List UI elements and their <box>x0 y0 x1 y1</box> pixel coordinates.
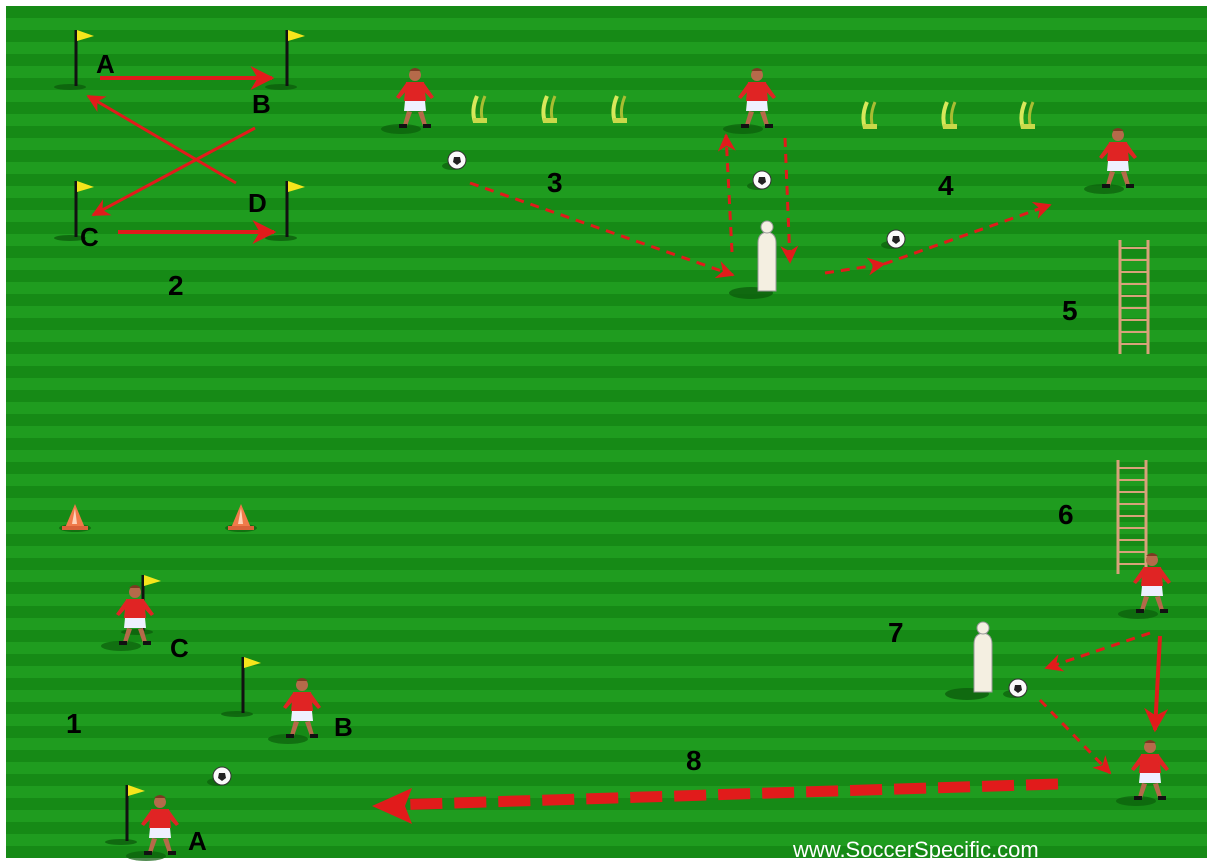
label-c: C <box>170 633 189 663</box>
station-number-6: 6 <box>1058 499 1074 530</box>
station-number-2: 2 <box>168 270 184 301</box>
station-number-7: 7 <box>888 617 904 648</box>
label-a: A <box>96 49 115 79</box>
label-b: B <box>334 712 353 742</box>
station-number-4: 4 <box>938 170 954 201</box>
grass-background <box>6 6 1207 858</box>
label-d: D <box>248 188 267 218</box>
label-c: C <box>80 222 99 252</box>
watermark-text: www.SoccerSpecific.com <box>792 837 1039 862</box>
label-b: B <box>252 89 271 119</box>
station-number-5: 5 <box>1062 295 1078 326</box>
station-number-8: 8 <box>686 745 702 776</box>
station-number-1: 1 <box>66 708 82 739</box>
station-number-3: 3 <box>547 167 563 198</box>
label-a: A <box>188 826 207 856</box>
